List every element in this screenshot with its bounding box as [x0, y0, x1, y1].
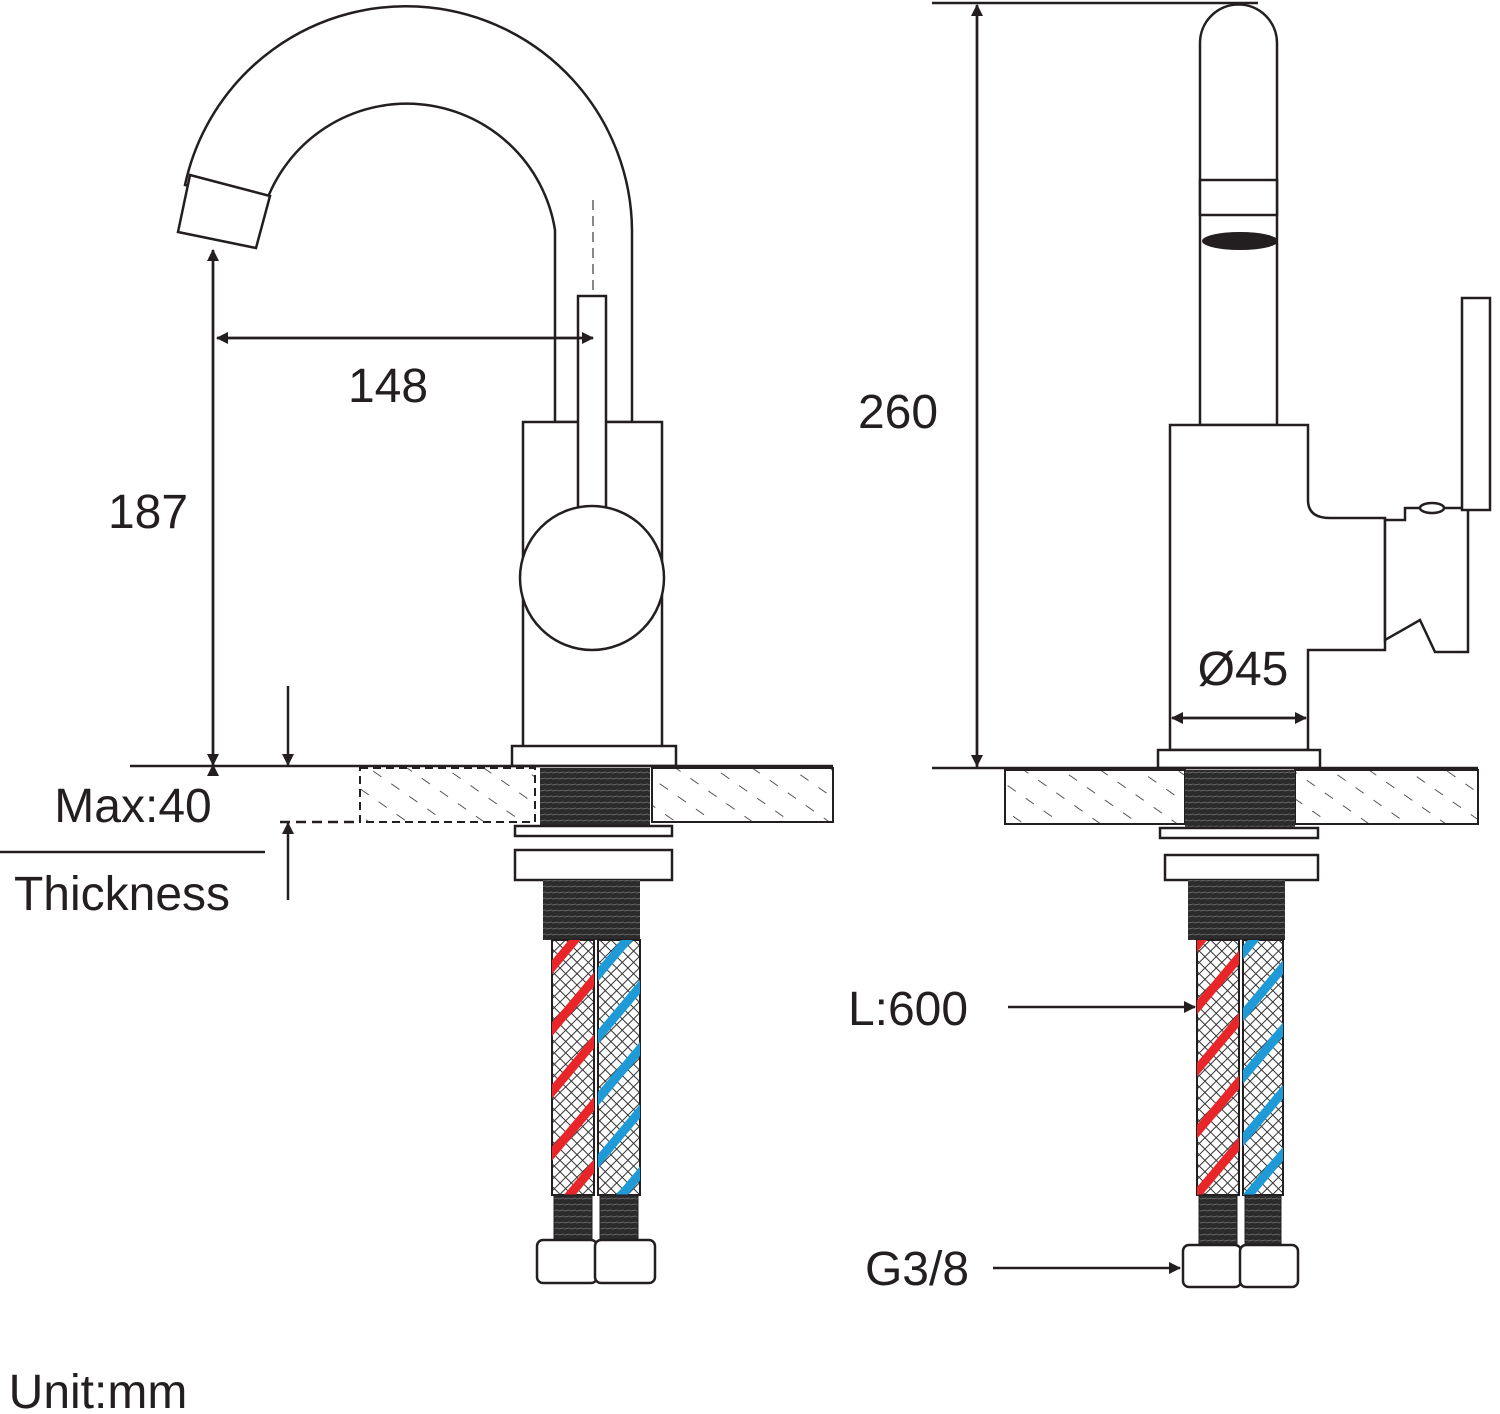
- hex-nut: [535, 1238, 599, 1285]
- aerator-outlet: [1202, 232, 1278, 250]
- lever: [576, 294, 608, 518]
- hose-length-label: L:600: [848, 983, 968, 1036]
- cold-hose: [597, 939, 641, 1196]
- faucet-body-side: [1168, 423, 1387, 752]
- base-diameter-label: Ø45: [1198, 643, 1289, 696]
- hex-nut: [1181, 1243, 1243, 1289]
- threaded-shank: [540, 768, 650, 828]
- max-thickness-label: Max:40: [54, 780, 211, 833]
- base-plate-side: [1156, 748, 1322, 770]
- spout-reach-label: 148: [348, 360, 428, 413]
- front-view: 148 187 Max:40 Thickness: [0, 5, 834, 1285]
- spout-height-label: 187: [108, 486, 188, 539]
- cold-hose-side: [1242, 939, 1284, 1196]
- aerator-band: [1198, 178, 1279, 217]
- hex-nut: [593, 1238, 657, 1285]
- ferrule: [599, 1194, 639, 1241]
- side-view: 260 Ø45 L:600 G3/8: [848, 1, 1492, 1296]
- unit-label: Unit:mm: [9, 1366, 188, 1414]
- thickness-label: Thickness: [14, 868, 230, 921]
- countertop-hatch-left: [359, 767, 536, 823]
- hot-hose-side: [1196, 939, 1240, 1196]
- nut: [513, 848, 674, 882]
- hot-hose: [551, 939, 595, 1196]
- spout: [183, 5, 634, 424]
- base-plate: [510, 744, 678, 768]
- ferrule: [553, 1194, 593, 1241]
- total-height-label: 260: [858, 386, 938, 439]
- lower-shank: [543, 880, 640, 940]
- handle-hub: [518, 504, 666, 652]
- lever-side: [1460, 296, 1492, 512]
- washer: [513, 824, 674, 838]
- aerator: [176, 173, 272, 250]
- hex-nut: [1238, 1243, 1300, 1289]
- countertop-hatch-right: [651, 767, 834, 823]
- handle-side: [1383, 506, 1470, 654]
- connector-label: G3/8: [865, 1243, 969, 1296]
